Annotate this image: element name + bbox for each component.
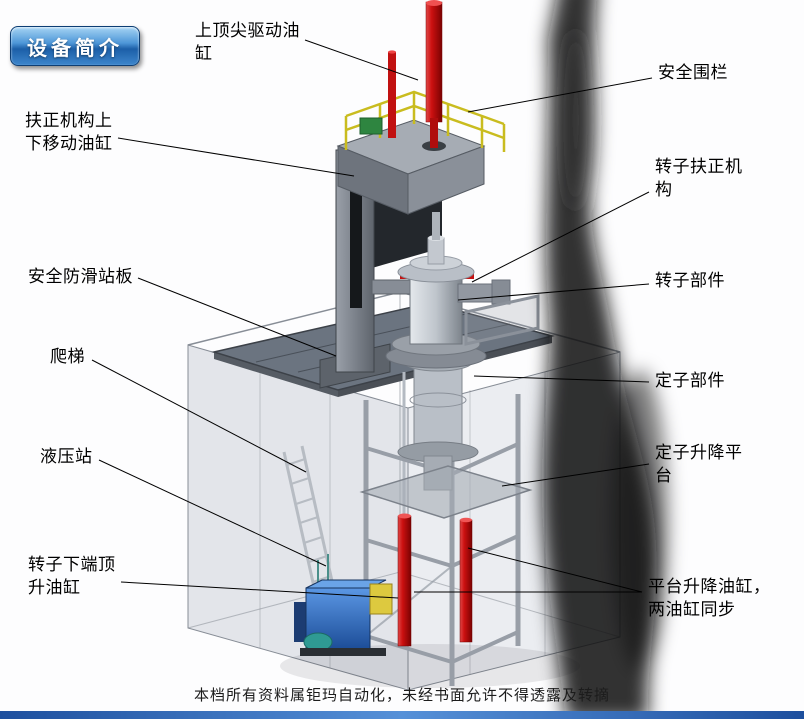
label-centering-move-cylinder: 扶正机构上 下移动油缸 (25, 111, 113, 155)
stator-lift-platform-shape (359, 465, 533, 519)
label-stator-part: 定子部件 (655, 371, 725, 391)
label-ladder: 爬梯 (50, 347, 85, 367)
top-drive-cylinder-shape (388, 0, 443, 148)
label-rotor-centering: 转子扶正机 构 (655, 157, 743, 201)
label-hydraulic-station: 液压站 (40, 447, 93, 467)
smoke-shadow (541, 0, 668, 719)
label-rotor-part: 转子部件 (655, 271, 725, 291)
confidentiality-watermark: 本档所有资料属钜玛自动化，未经书面允许不得透露及转摘 (193, 686, 610, 704)
leader-lines (91, 39, 653, 599)
green-junction-box (359, 117, 383, 135)
rotor-part-shape (371, 212, 511, 369)
label-stator-lift-platform: 定子升降平 台 (655, 443, 743, 487)
label-anti-slip-platform: 安全防滑站板 (28, 267, 133, 287)
label-platform-lift-cylinders: 平台升降油缸， 两油缸同步 (648, 577, 771, 621)
platform-lift-cylinders-shape (397, 513, 473, 647)
platform-side-frame (464, 294, 540, 346)
label-rotor-bottom-jack: 转子下端顶 升油缸 (28, 555, 116, 599)
label-top-tip-cylinder: 上顶尖驱动油 缸 (195, 21, 300, 65)
label-safety-fence: 安全围栏 (658, 63, 728, 83)
bottom-bar (0, 711, 804, 719)
press-frame (319, 119, 486, 389)
title-badge: 设备简介 (10, 26, 140, 66)
hydraulic-station-shape (294, 554, 393, 656)
